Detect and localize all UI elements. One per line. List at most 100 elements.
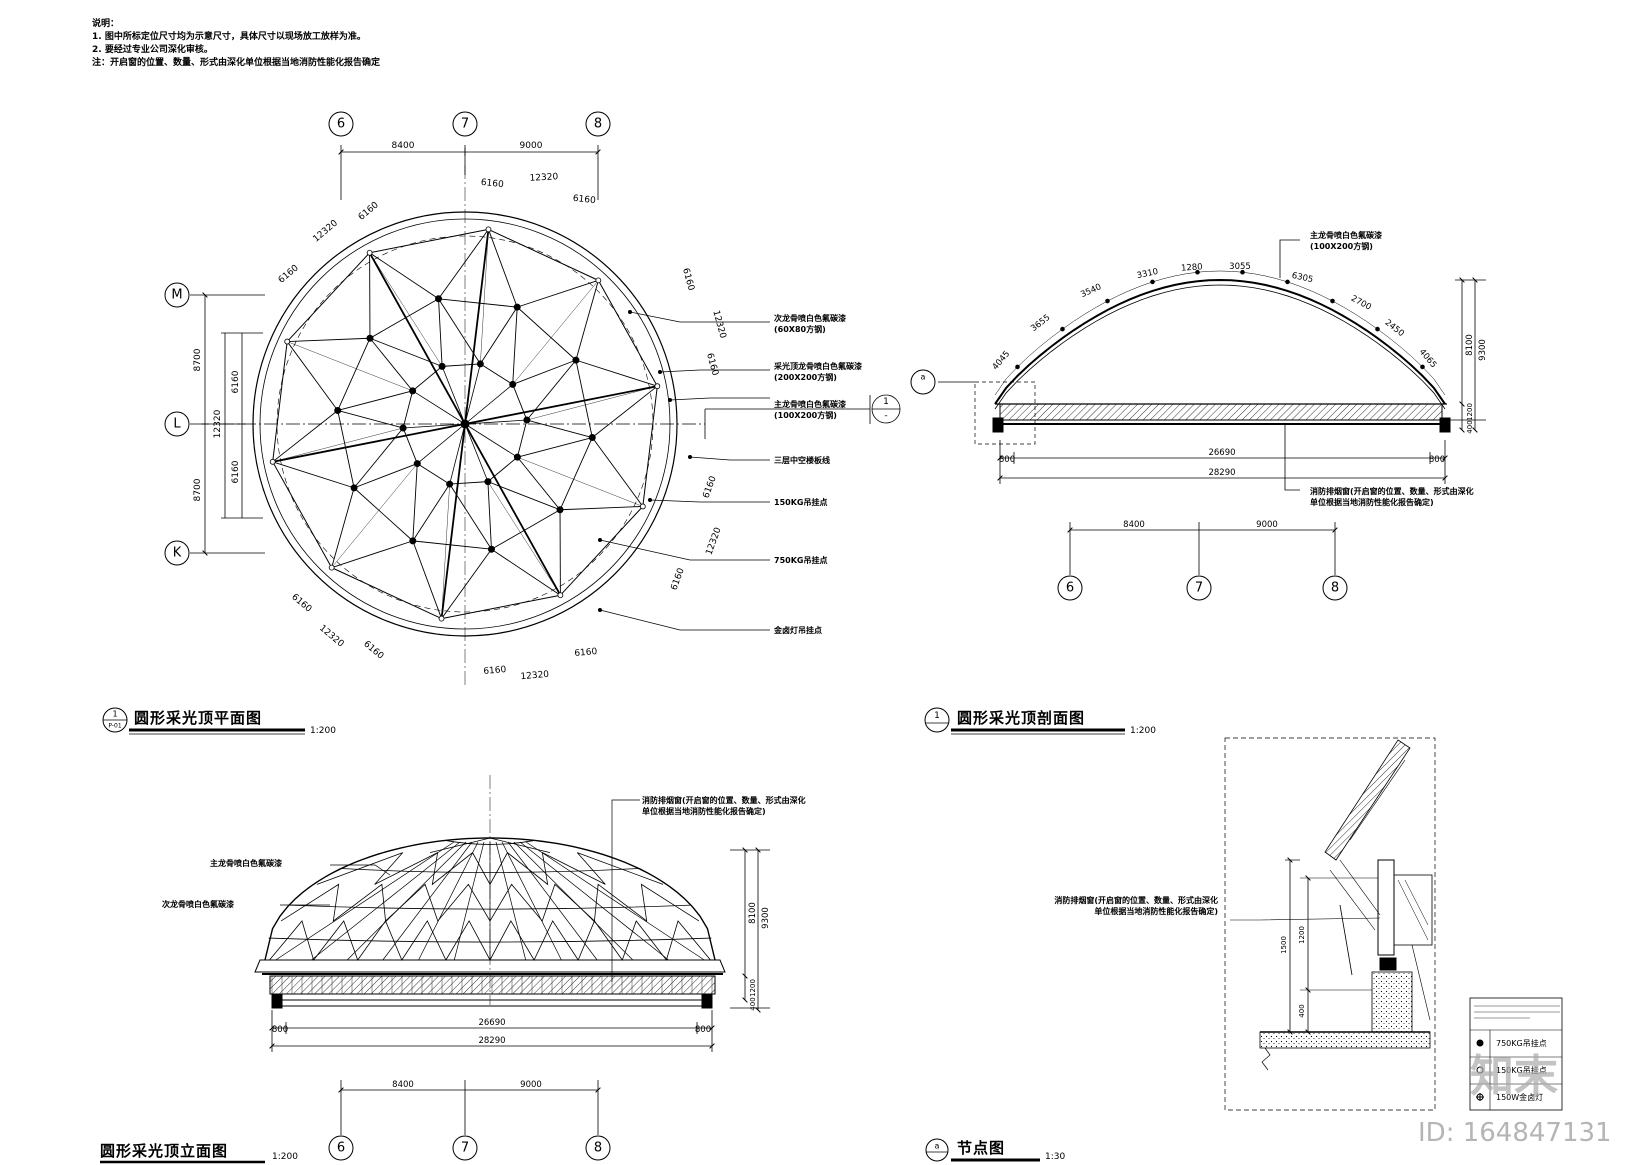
grid-label: 6 (337, 117, 345, 132)
annotation-text: (100X200方钢) (1310, 242, 1373, 251)
section-support-right (1439, 417, 1451, 433)
annotation-text: 主龙骨喷白色氟碳漆 (1310, 231, 1382, 240)
elevation-beam-hatch (269, 975, 716, 995)
dim-text: 28290 (478, 1036, 505, 1046)
grid-label: 8 (1331, 581, 1339, 596)
grid-label: 6 (1066, 581, 1074, 596)
elevation-view (254, 775, 770, 1161)
grid-label: K (173, 546, 182, 561)
dim-text: 12320 (710, 309, 727, 340)
dim-text: 6160 (231, 370, 241, 393)
dim-text: 800 (695, 1025, 711, 1035)
grid-label: 6 (337, 1141, 345, 1156)
dim-text: 3310 (1136, 267, 1159, 281)
plan-title: 圆形采光顶平面图 (134, 709, 263, 727)
dim-text: 1200 (1298, 926, 1306, 944)
dim-text: 26690 (1208, 448, 1235, 458)
notes-line: 注：开启窗的位置、数量、形式由深化单位根据当地消防性能化报告确定 (92, 58, 381, 68)
section-scale: 1:200 (1130, 726, 1156, 736)
annotation-text: 单位根据当地消防性能化报告确定) (642, 807, 766, 816)
plan-left-dimensions (190, 165, 705, 685)
section-beam-hatch (999, 403, 1443, 421)
section-cut-mark (704, 394, 901, 439)
plan-annotation: 金卤灯吊挂点 (774, 626, 822, 635)
plan-annotation: 150KG吊挂点 (774, 498, 828, 507)
dim-text: 12320 (520, 670, 550, 682)
grid-label: 8 (594, 1141, 602, 1156)
watermark-id: ID: 164847131 (1418, 1118, 1612, 1148)
grid-bubble-8 (585, 111, 611, 137)
detail-annotation: 消防排烟窗(开启窗的位置、数量、形式由深化 单位根据当地消防性能化报告确定) (978, 895, 1218, 917)
legend-row: 150KG吊挂点 (1496, 1065, 1547, 1075)
dim-text: 8700 (193, 348, 203, 371)
legend-text: 750KG吊挂点 150KG吊挂点 150W金卤灯 (1496, 1038, 1547, 1102)
plan-leaders (599, 311, 770, 631)
annotation-text: 次龙骨喷白色氟碳漆 (774, 314, 846, 323)
elevation-dimension-text: 26690 28290 800 800 8400 9000 8100 9300 … (272, 902, 771, 1090)
dim-text: 6160 (480, 178, 504, 190)
section-mark-sheet: - (884, 411, 887, 421)
legend-row: 750KG吊挂点 (1496, 1038, 1547, 1048)
detail-scale: 1:30 (1045, 1152, 1066, 1162)
dim-text: 6160 (574, 647, 598, 659)
elevation-scale: 1:200 (272, 1152, 298, 1162)
elevation-annotation: 消防排烟窗(开启窗的位置、数量、形式由深化 单位根据当地消防性能化报告确定) (642, 795, 806, 817)
dim-text: 6160 (483, 665, 507, 677)
section-title-mark (924, 707, 1125, 735)
dim-text: 4045 (991, 349, 1013, 372)
dim-text: 2450 (1383, 318, 1406, 339)
elevation-dimensions (269, 847, 770, 1135)
section-view (910, 239, 1486, 601)
dim-text: 800 (272, 1025, 288, 1035)
dim-text: 6305 (1291, 271, 1314, 285)
detail-view (1224, 737, 1563, 1111)
annotation-text: 主龙骨喷白色氟碳漆 (774, 400, 846, 409)
annotation-text: 单位根据当地消防性能化报告确定) (1094, 907, 1218, 916)
dim-text: 8400 (392, 1080, 414, 1090)
section-annotation: 主龙骨喷白色氟碳漆 (100X200方钢) (1310, 230, 1382, 252)
grid-label: 7 (461, 1141, 469, 1156)
dim-text: 9300 (1478, 339, 1488, 361)
section-title: 圆形采光顶剖面图 (957, 709, 1086, 727)
dim-text: 3540 (1079, 282, 1103, 300)
dim-text: 6160 (289, 592, 313, 615)
plan-annotation: 750KG吊挂点 (774, 556, 828, 565)
dim-text: 9000 (1256, 520, 1278, 530)
section-support-left (992, 417, 1004, 433)
grid-bubble-6 (328, 111, 354, 137)
dim-text: 6160 (572, 194, 596, 206)
detail-callout-box (974, 381, 1036, 445)
dim-text: 3655 (1029, 313, 1052, 334)
section-arch-geometry (994, 269, 1447, 410)
grid-label: 8 (594, 117, 602, 132)
plan-annotation: 采光顶龙骨喷白色氟碳漆 (200X200方钢) (774, 361, 862, 383)
title-mark-number: 1 (934, 711, 940, 721)
detail-callout-label: a (921, 373, 926, 382)
dim-text: 9000 (520, 1080, 542, 1090)
dim-text: 6160 (357, 200, 381, 223)
dim-text: 28290 (1208, 468, 1235, 478)
dim-text: 400 (1298, 1004, 1306, 1017)
dim-text: 8100 (748, 902, 758, 924)
dim-text: 1500 (1280, 936, 1288, 954)
dim-text: 800 (999, 455, 1015, 465)
dim-text: 400 (749, 997, 757, 1010)
grid-label: L (173, 417, 181, 432)
dim-text: 1280 (1181, 262, 1203, 273)
plan-title-mark (102, 707, 305, 735)
detail-title: 节点图 (957, 1139, 1006, 1157)
annotation-text: (60X80方钢) (774, 325, 826, 334)
dim-text: 8700 (193, 478, 203, 501)
grid-bubble-k (164, 540, 190, 566)
grid-bubble-7 (452, 111, 478, 137)
title-mark-number: a (935, 1142, 940, 1151)
dim-text: 6160 (361, 639, 385, 662)
plan-leader-dots (598, 310, 692, 612)
dim-text: 1200 (1466, 403, 1474, 421)
dim-text: 12320 (317, 623, 346, 649)
legend-row: 150W金卤灯 (1496, 1092, 1543, 1102)
dim-text: 6160 (702, 475, 719, 500)
title-mark-number: 1 (112, 710, 117, 719)
dim-text: 6160 (704, 352, 720, 377)
notes-heading: 说明： (92, 19, 120, 29)
